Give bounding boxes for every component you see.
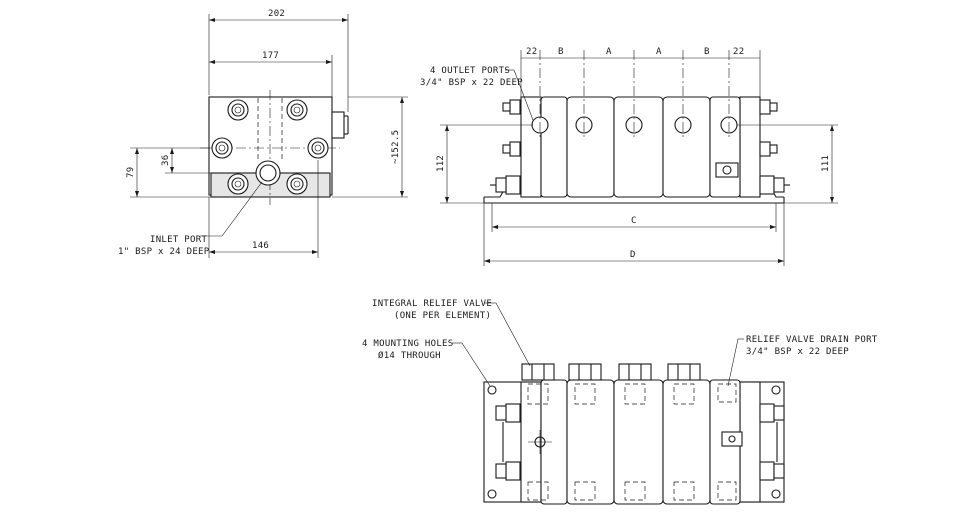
side-view-bolt [307,137,329,159]
dim-c: C [631,216,637,226]
dim-22-left: 22 [526,47,537,57]
front-end-cap-right [739,96,761,198]
top-fitting-right [759,403,785,481]
side-view-bolt [227,99,249,121]
front-section [540,96,568,198]
top-view: INTEGRAL RELIEF VALVE (ONE PER ELEMENT) … [362,299,878,505]
mounting-hole [487,385,497,395]
dim-202: 202 [268,9,285,19]
dim-112: 112 [436,155,446,172]
relief-valve [568,363,602,405]
relief-valve [618,363,652,405]
outlet-ports-label-2: 3/4" BSP x 22 DEEP [420,78,523,88]
side-view: 202 177 ~152.5 79 36 146 [118,9,408,258]
mounting-hole [487,489,497,499]
side-view-bolt [286,99,308,121]
drain-port-label-1: RELIEF VALVE DRAIN PORT [746,335,878,345]
dim-b-right: B [704,47,710,57]
dim-b-left: B [558,47,564,57]
inlet-port-label-2: 1" BSP x 24 DEEP [118,247,210,257]
dim-111: 111 [821,155,831,172]
top-section [566,379,615,505]
drain-port-leader [727,338,739,387]
top-end-cap-right [739,381,761,503]
front-section [709,96,741,198]
front-view: 22 B A A B 22 4 OUTLET PORTS 3/4" BSP x … [420,47,838,266]
mounting-hole [771,489,781,499]
side-view-bolt [211,137,233,159]
inlet-leader [221,181,263,237]
dim-22-right: 22 [733,47,744,57]
outlet-ports-label-1: 4 OUTLET PORTS [430,66,510,76]
side-view-bolt [286,173,308,195]
relief-valve-leader [495,302,531,367]
drain-port-label-2: 3/4" BSP x 22 DEEP [746,347,849,357]
top-drain-port [717,383,737,403]
dim-a-right: A [656,47,662,57]
top-section [613,379,664,505]
front-drain-port [715,162,739,178]
top-section [662,379,711,505]
mounting-hole [771,385,781,395]
dim-36: 36 [161,155,171,166]
front-end-cap-left [520,96,542,198]
mounting-holes-leader [461,342,491,387]
relief-valve-label-2: (ONE PER ELEMENT) [394,311,491,321]
front-fitting-right [759,99,790,195]
side-view-bolt [227,173,249,195]
relief-valve [521,363,555,405]
dim-d: D [630,250,636,260]
inlet-port-label-1: INLET PORT [150,235,207,245]
mounting-holes-label-2: Ø14 THROUGH [378,350,441,361]
top-fitting-left [495,403,521,481]
front-section [613,96,664,198]
outlet-leader [513,69,534,121]
dim-152: ~152.5 [391,130,401,164]
front-section [566,96,615,198]
dim-146: 146 [252,241,269,251]
dim-a-left: A [606,47,612,57]
dim-177: 177 [262,51,279,61]
dim-79: 79 [126,167,136,178]
relief-valve-label-1: INTEGRAL RELIEF VALVE [372,299,492,309]
front-fitting-left [490,99,521,195]
relief-valve [667,363,701,405]
front-section [662,96,711,198]
side-view-boss [331,111,345,139]
mounting-holes-label-1: 4 MOUNTING HOLES [362,339,454,349]
